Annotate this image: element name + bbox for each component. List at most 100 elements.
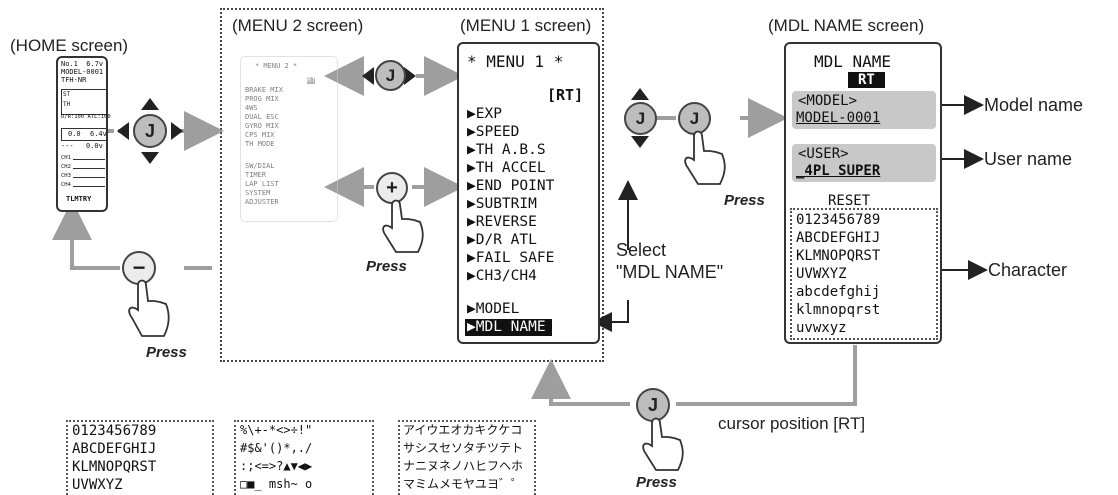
menu2-item[interactable]: PROG MIX [245, 95, 279, 103]
menu2-item[interactable]: ADJUSTER [245, 198, 279, 206]
char-row[interactable]: UVWXYZ [796, 266, 847, 282]
model-name-label: Model name [984, 95, 1084, 115]
ch3-label: CH3 [61, 173, 71, 179]
char-row[interactable]: ABCDEFGHIJ [796, 230, 881, 246]
menu1-item-speed[interactable]: ▶SPEED [467, 124, 520, 140]
jog-button-home[interactable]: J [133, 114, 167, 148]
char-table-row: #$&'()*,./ [240, 441, 313, 455]
char-row[interactable]: klmnopqrst [796, 302, 881, 318]
channel-bar [73, 168, 105, 169]
plus-button[interactable]: + [376, 172, 408, 204]
press-label-minus: Press [146, 344, 187, 361]
mdl-title: MDL NAME [814, 52, 892, 71]
left-triangle-icon [362, 67, 374, 85]
telemetry-label: TLMTRY [66, 195, 92, 203]
menu2-item[interactable]: TIMER [245, 171, 267, 179]
menu2-item[interactable]: SYSTEM [245, 189, 271, 197]
menu1-screen-caption: (MENU 1 screen) [460, 16, 592, 35]
char-row[interactable]: abcdefghij [796, 284, 881, 300]
mdl-name-screen: MDL NAME RT <MODEL> MODEL-0001 <USER> _4… [784, 42, 942, 344]
minus-to-home-arrow [52, 200, 120, 270]
menu2-item[interactable]: TH MODE [245, 140, 275, 148]
home-screen: No.1 6.7v MODEL-0001 TFH-NR ST TH D/R:10… [56, 56, 111, 212]
character-label: Character [988, 260, 1068, 280]
home-screen-caption: (HOME screen) [10, 36, 129, 55]
char-table-row: KLMNOPQRST [72, 459, 157, 475]
up-triangle-icon [631, 88, 649, 100]
reset-option[interactable]: RESET [828, 193, 871, 209]
voltage-value: 6.4v [90, 130, 107, 138]
press-label-plus: Press [366, 258, 407, 275]
timer-value: 0.0 [68, 130, 81, 138]
press-label-enter: Press [724, 192, 765, 209]
model-field[interactable]: <MODEL> MODEL-0001 [792, 91, 936, 129]
char-row[interactable]: 0123456789 [796, 212, 881, 228]
menu2-tag: RT [307, 76, 316, 84]
menu2-item[interactable]: SW/DIAL [245, 162, 275, 170]
jog-button-updown[interactable]: J [624, 102, 657, 135]
timer-box: 0.0 6.4v [61, 128, 107, 141]
dr-atl-line: D/R:100 ATL:100 [61, 114, 111, 120]
char-table-row: %\+-*<>÷!" [240, 423, 313, 437]
menu1-item-th-accel[interactable]: ▶TH ACCEL [467, 160, 546, 176]
menu2-item[interactable]: GYRO MIX [245, 122, 279, 130]
menu1-tag: [RT] [547, 86, 584, 104]
menu1-item-mdl-name[interactable]: ▶MDL NAME [465, 319, 552, 336]
menu1-item-th-abs[interactable]: ▶TH A.B.S [467, 142, 546, 158]
user-value: _4PL SUPER [796, 163, 881, 179]
menu1-item-dr-atl[interactable]: ▶D/R ATL [467, 232, 537, 248]
cursor-position-label: cursor position [RT] [718, 414, 866, 433]
jog-button-enter[interactable]: J [678, 102, 711, 135]
char-row[interactable]: uvwxyz [796, 320, 847, 336]
menu2-item[interactable]: 4WS [245, 104, 258, 112]
rx-voltage-value: 0.0v [86, 142, 103, 150]
user-field[interactable]: <USER> _4PL SUPER [792, 144, 936, 182]
mdl-return-line [676, 345, 857, 406]
menu1-item-reverse[interactable]: ▶REVERSE [467, 214, 537, 230]
menu2-title: * MENU 2 * [255, 62, 298, 70]
down-triangle-icon [631, 136, 649, 148]
menu1-item-exp[interactable]: ▶EXP [467, 106, 502, 122]
char-table-symbols: %\+-*<>÷!" #$&'()*,./ :;<=>?▲▼◀▶ □■_ msh… [234, 420, 374, 495]
char-table-row: ABCDEFGHIJ [72, 441, 157, 457]
char-table-row: 0123456789 [72, 423, 157, 439]
char-row[interactable]: KLMNOPQRST [796, 248, 881, 264]
home-line-1: No.1 6.7v [61, 60, 104, 68]
char-table-row: アイウエオカキクケコ [403, 423, 523, 437]
menu2-item[interactable]: DUAL ESC [245, 113, 279, 121]
char-table-row: サシスセソタチツテト [403, 441, 524, 455]
menu1-title: * MENU 1 * [467, 52, 564, 71]
char-table-row: □■_ msh~ o [240, 477, 313, 491]
home-line-3: TFH-NR [61, 76, 87, 84]
character-grid[interactable]: 0123456789 ABCDEFGHIJ KLMNOPQRST UVWXYZ … [790, 208, 938, 340]
left-triangle-icon [117, 122, 129, 140]
menu1-item-subtrim[interactable]: ▶SUBTRIM [467, 196, 537, 212]
return-to-menu-arrow [531, 359, 630, 406]
up-triangle-icon [141, 98, 159, 110]
channel-bar [73, 159, 105, 160]
menu-group-box [220, 8, 604, 362]
menu1-item-ch3-ch4[interactable]: ▶CH3/CH4 [467, 268, 537, 284]
char-table-row: ナニヌネノハヒフヘホ [403, 459, 524, 473]
ch2-label: CH2 [61, 164, 71, 170]
ch4-label: CH4 [61, 182, 71, 188]
menu1-item-fail-safe[interactable]: ▶FAIL SAFE [467, 250, 555, 266]
menu2-item[interactable]: CPS MIX [245, 131, 275, 139]
menu2-item[interactable]: LAP LIST [245, 180, 279, 188]
char-table-alnum: 0123456789 ABCDEFGHIJ KLMNOPQRST UVWXYZ [66, 420, 214, 495]
menu2-item[interactable]: BRAKE MIX [245, 86, 283, 94]
ch1-label: CH1 [61, 155, 71, 161]
down-triangle-icon [141, 152, 159, 164]
menu1-item-model[interactable]: ▶MODEL [467, 301, 520, 317]
home-line-2: MODEL-0001 [61, 68, 104, 76]
menu1-screen: * MENU 1 * [RT] ▶EXP ▶SPEED ▶TH A.B.S ▶T… [457, 42, 600, 344]
jog-button-menu[interactable]: J [375, 60, 406, 91]
mdl-tag: RT [848, 72, 885, 88]
menu1-item-end-point[interactable]: ▶END POINT [467, 178, 555, 194]
th-label: TH [63, 101, 71, 108]
select-pointer-left [592, 300, 629, 332]
char-table-row: UVWXYZ [72, 477, 123, 493]
